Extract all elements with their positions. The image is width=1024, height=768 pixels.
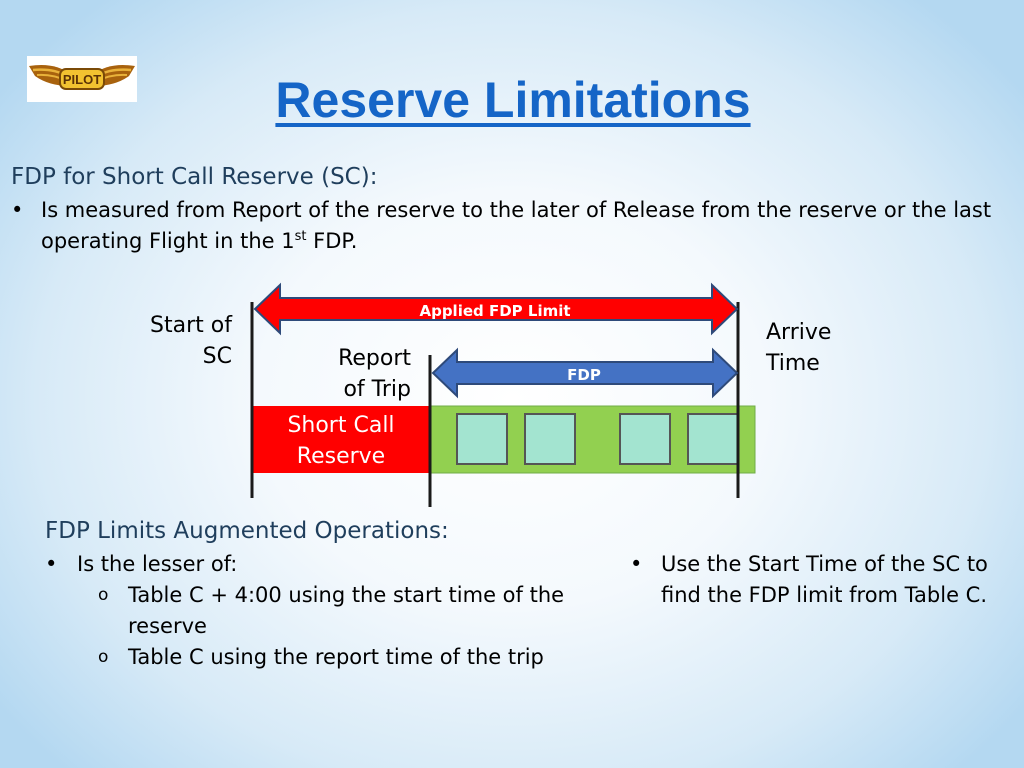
arrive-time-label: Arrive Time (766, 317, 831, 379)
intro-bullet-main: Is measured from Report of the reserve t… (41, 198, 992, 253)
augmented-sub1-text: Table C + 4:00 using the start time of t… (128, 583, 565, 638)
report-label-line1: Report (338, 346, 411, 371)
augmented-heading: FDP Limits Augmented Operations: (45, 518, 449, 544)
flight-block (619, 413, 671, 465)
intro-bullet-text: Is measured from Report of the reserve t… (41, 195, 1011, 257)
scr-label-line1: Short Call (287, 413, 395, 438)
fdp-arrow (431, 347, 739, 399)
page-title: Reserve Limitations (275, 72, 751, 128)
arrive-label-line1: Arrive (766, 320, 832, 345)
right-note-bullet: • Use the Start Time of the SC to find t… (630, 549, 1000, 611)
intro-heading: FDP for Short Call Reserve (SC): (11, 164, 378, 190)
intro-bullet-sup: st (294, 229, 307, 244)
start-label-line1: Start of (150, 313, 232, 338)
logo-text: PILOT (63, 72, 101, 87)
start-label-line2: SC (202, 344, 232, 369)
fdp-diagram: Applied FDP Limit FDP (250, 282, 756, 507)
intro-bullet-end: FDP. (306, 229, 358, 253)
augmented-bullet: • Is the lesser of: (45, 549, 237, 580)
applied-fdp-limit-label: Applied FDP Limit (419, 302, 570, 320)
flight-block (456, 413, 508, 465)
short-call-reserve-label: Short Call Reserve (252, 410, 430, 472)
augmented-sub-item: o Table C + 4:00 using the start time of… (98, 580, 578, 642)
flight-block (687, 413, 739, 465)
circle-bullet-icon: o (98, 585, 109, 605)
report-of-trip-label: Report of Trip (318, 343, 411, 405)
augmented-bullet-text: Is the lesser of: (77, 552, 238, 576)
augmented-sub2-text: Table C using the report time of the tri… (128, 645, 544, 669)
bullet-dot-icon: • (11, 198, 24, 222)
arrive-label-line2: Time (766, 351, 820, 376)
scr-label-line2: Reserve (296, 444, 386, 469)
right-note-text: Use the Start Time of the SC to find the… (661, 552, 988, 607)
flight-block (524, 413, 576, 465)
report-label-line2: of Trip (343, 377, 411, 402)
intro-bullet: • Is measured from Report of the reserve… (11, 195, 1011, 257)
pilot-logo: PILOT (27, 56, 137, 102)
start-of-sc-label: Start of SC (120, 310, 232, 372)
augmented-sub-item: o Table C using the report time of the t… (98, 642, 544, 673)
circle-bullet-icon: o (98, 647, 109, 667)
applied-fdp-limit-arrow (253, 282, 739, 336)
short-call-reserve-bar (252, 406, 430, 473)
bullet-dot-icon: • (630, 552, 643, 576)
bullet-dot-icon: • (45, 552, 58, 576)
fdp-label: FDP (567, 366, 601, 384)
